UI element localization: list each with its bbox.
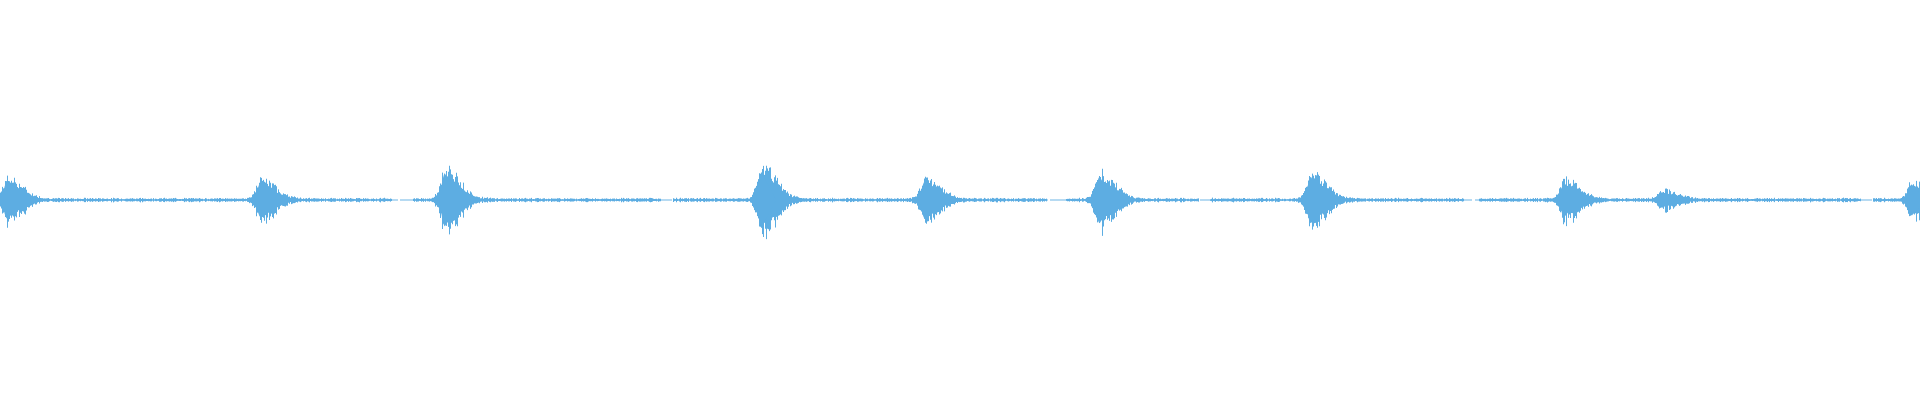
waveform-burst-7	[1305, 176, 1326, 224]
waveform-burst-5	[919, 181, 940, 219]
waveform-burst-10	[1906, 184, 1920, 216]
waveform-burst-6	[1094, 176, 1115, 224]
waveform-burst-3	[439, 173, 460, 227]
waveform-trace	[0, 165, 1920, 240]
waveform-samples	[0, 165, 1920, 240]
waveform-burst-8	[1558, 183, 1579, 217]
waveform-burst-2	[255, 183, 276, 217]
waveform-burst-9	[1656, 192, 1677, 208]
waveform-burst-1	[1, 181, 22, 219]
waveform-burst-4	[756, 172, 777, 228]
